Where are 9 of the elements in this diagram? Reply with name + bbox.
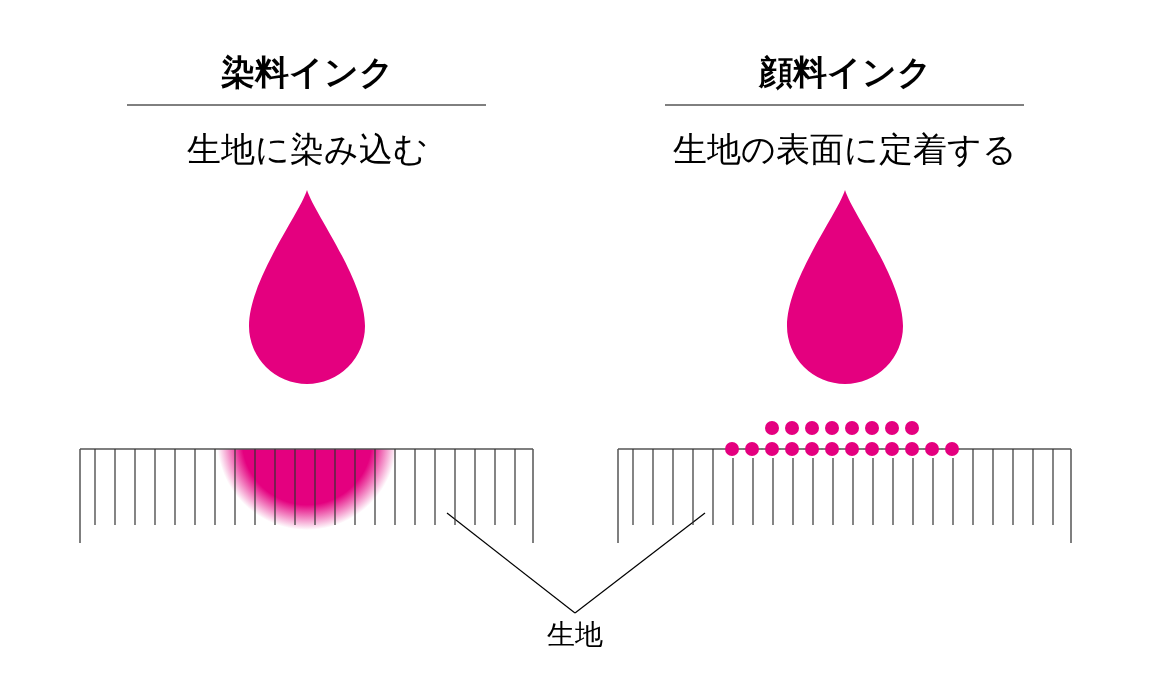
fabric-drawing [78,448,536,545]
fabric-drawing [616,418,1074,545]
subtitle: 生地に染み込む [185,129,429,169]
leader-line [446,512,576,614]
fabric-label: 生地 [535,618,615,652]
subtitle: 生地の表面に定着する [672,129,1018,169]
heading: 顔料インク [757,52,933,92]
leader-line [574,512,706,614]
heading: 染料インク [219,52,395,92]
